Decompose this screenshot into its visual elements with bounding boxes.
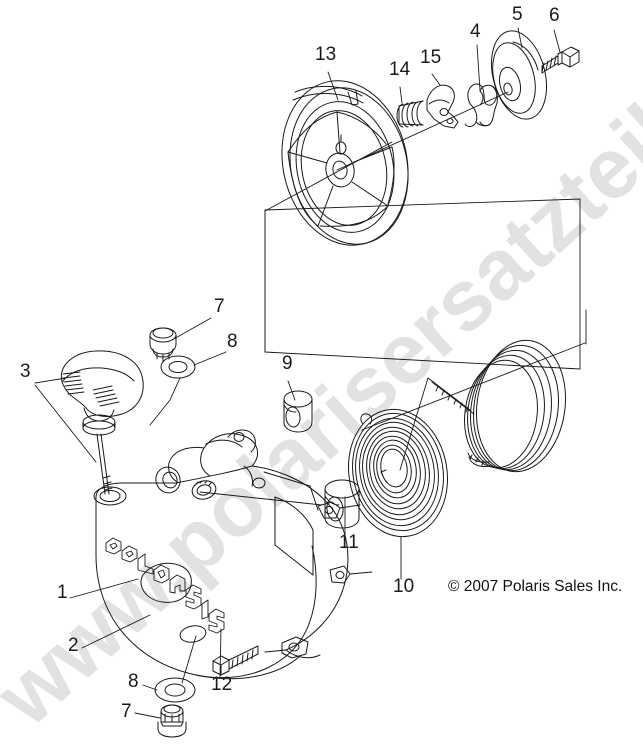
part-15-starter-pawl — [426, 84, 459, 129]
part-1-2-recoil-housing-cover — [93, 429, 373, 680]
callout-8-lower[interactable]: 8 — [128, 671, 139, 692]
part-8-sealing-washer-upper — [160, 355, 196, 379]
callout-10[interactable]: 10 — [393, 576, 415, 597]
callout-5[interactable]: 5 — [512, 4, 523, 25]
callout-3[interactable]: 3 — [20, 361, 31, 382]
callout-11[interactable]: 11 — [339, 532, 359, 553]
part-13-recoil-pulley — [281, 80, 409, 246]
callout-8-upper[interactable]: 8 — [227, 331, 238, 352]
part-10-rewind-spring — [347, 408, 449, 538]
callout-12[interactable]: 12 — [211, 674, 233, 695]
part-14-pawl-spring — [396, 100, 424, 128]
part-12-flange-bolt — [212, 645, 259, 676]
callout-1[interactable]: 1 — [57, 582, 68, 603]
copyright-notice: © 2007 Polaris Sales Inc. — [448, 578, 623, 595]
callout-7-upper[interactable]: 7 — [214, 296, 225, 317]
polaris-embossed-logo — [105, 537, 225, 634]
callout-13[interactable]: 13 — [315, 44, 337, 65]
callout-2[interactable]: 2 — [68, 635, 79, 656]
part-8-sealing-washer-lower — [154, 677, 196, 703]
leader-lines — [34, 27, 587, 719]
callout-4[interactable]: 4 — [470, 21, 481, 42]
part-11-bushing-collar — [324, 479, 360, 529]
callout-9[interactable]: 9 — [282, 353, 293, 374]
part-3-starter-handle — [60, 350, 144, 495]
part-7-drain-plug-lower — [157, 704, 187, 738]
callout-7-lower[interactable]: 7 — [121, 701, 132, 722]
callout-14[interactable]: 14 — [389, 59, 411, 80]
part-5-friction-plate — [491, 30, 547, 120]
part-6-center-bolt — [541, 46, 580, 74]
starter-rope-coil — [427, 339, 567, 473]
callout-15[interactable]: 15 — [420, 47, 442, 68]
part-9-bushing-spacer — [283, 390, 313, 433]
callout-6[interactable]: 6 — [549, 5, 560, 26]
